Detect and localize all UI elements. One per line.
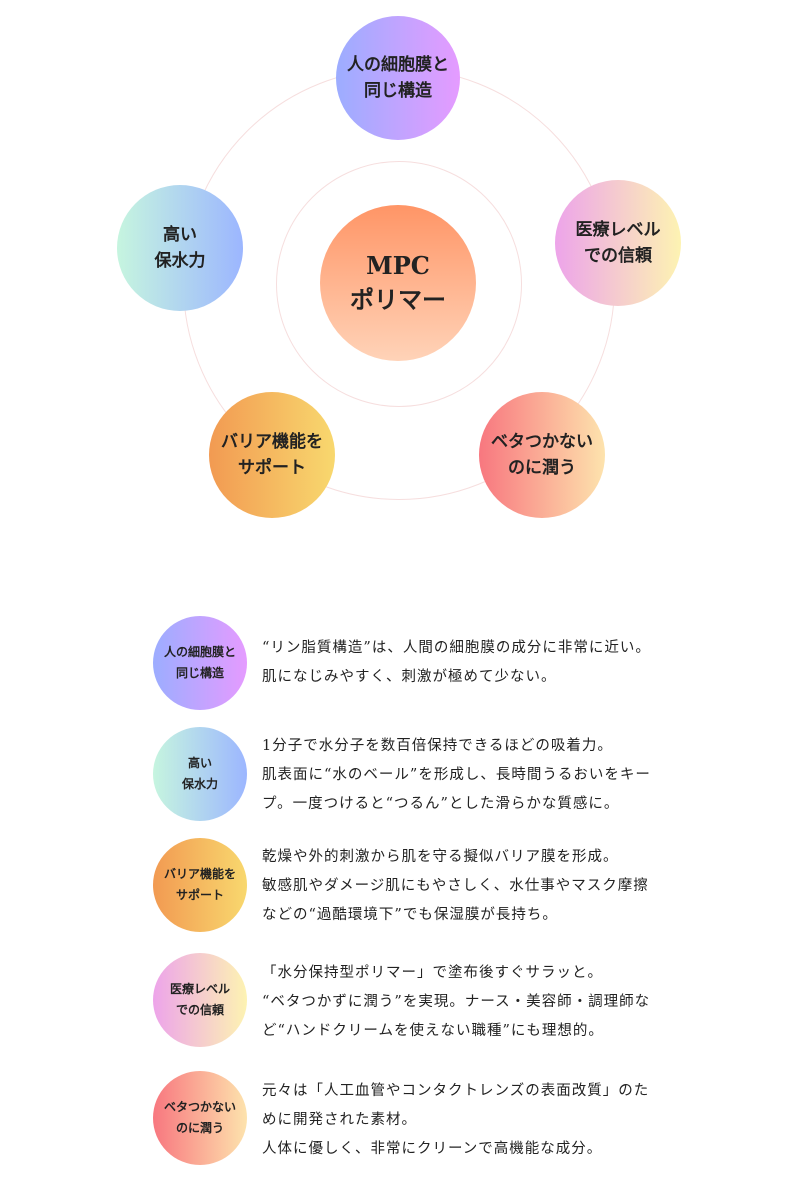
feature-label: のに潤う [175,1121,224,1135]
feature-label: での信頼 [175,1003,224,1017]
node-line: サポート [238,458,306,478]
desc-line: “リン脂質構造”は、人間の細胞膜の成分に非常に近い。 [262,640,651,656]
desc-line: めに開発された素材。 [262,1112,417,1128]
feature-label: 保水力 [181,777,218,791]
desc-line: 「水分保持型ポリマー」で塗布後すぐサラッと。 [262,965,603,981]
center-line: ポリマー [350,285,446,314]
feature-desc: 「水分保持型ポリマー」で塗布後すぐサラッと。 “ベタつかずに潤う”を実現。ナース・… [262,959,650,1046]
node-line: 高い [163,225,197,245]
feature-icon-water-retention: 高い保水力 [153,727,247,821]
node-water-retention: 高い保水力 [117,185,243,311]
desc-line: 人体に優しく、非常にクリーンで高機能な成分。 [262,1141,603,1157]
feature-icon-cell-membrane: 人の細胞膜と同じ構造 [153,616,247,710]
node-medical-trust: 医療レベルでの信頼 [555,180,681,306]
center-circle-mpc-polymer: MPC ポリマー [320,205,476,361]
node-line: のに潤う [508,458,576,478]
node-line: 同じ構造 [364,81,432,101]
feature-label: 人の細胞膜と [163,645,236,659]
center-line: MPC [366,251,430,280]
feature-label: サポート [175,888,224,902]
desc-line: 肌になじみやすく、刺激が極めて少ない。 [262,669,557,685]
feature-desc: 1分子で水分子を数百倍保持できるほどの吸着力。肌表面に“水のベール”を形成し、長… [262,732,651,819]
node-line: 保水力 [154,251,206,271]
feature-label: バリア機能を [163,867,236,881]
desc-line: 肌表面に“水のベール”を形成し、長時間うるおいをキー [262,767,651,783]
feature-label: ベタつかない [163,1100,236,1114]
feature-icon-non-sticky: ベタつかないのに潤う [153,1071,247,1165]
feature-label: 高い [187,756,212,770]
feature-desc: 乾燥や外的刺激から肌を守る擬似バリア膜を形成。敏感肌やダメージ肌にもやさしく、水… [262,843,649,930]
desc-line: 元々は「人工血管やコンタクトレンズの表面改質」のた [262,1083,650,1099]
desc-line: ど“ハンドクリームを使えない職種”にも理想的。 [262,1023,604,1039]
desc-line: “ベタつかずに潤う”を実現。ナース・美容師・調理師な [262,994,651,1010]
desc-line: 乾燥や外的刺激から肌を守る擬似バリア膜を形成。 [262,849,619,865]
feature-label: 同じ構造 [175,666,224,680]
feature-desc: “リン脂質構造”は、人間の細胞膜の成分に非常に近い。肌になじみやすく、刺激が極め… [262,634,651,692]
node-cell-membrane: 人の細胞膜と同じ構造 [336,16,460,140]
feature-icon-medical-trust: 医療レベルでの信頼 [153,953,247,1047]
node-line: ベタつかない [491,432,593,452]
node-non-sticky: ベタつかないのに潤う [479,392,605,518]
node-line: での信頼 [584,246,652,266]
feature-label: 医療レベル [169,982,230,996]
feature-desc: 元々は「人工血管やコンタクトレンズの表面改質」のために開発された素材。人体に優し… [262,1077,649,1164]
node-barrier: バリア機能をサポート [209,392,335,518]
desc-line: 1分子で水分子を数百倍保持できるほどの吸着力。 [262,738,613,754]
feature-icon-barrier: バリア機能をサポート [153,838,247,932]
node-line: 医療レベル [575,220,661,240]
node-line: バリア機能を [221,432,323,452]
desc-line: 敏感肌やダメージ肌にもやさしく、水仕事やマスク摩擦 [262,878,649,894]
node-line: 人の細胞膜と [347,55,449,75]
desc-line: プ。一度つけると“つるん”とした滑らかな質感に。 [262,796,620,812]
desc-line: などの“過酷環境下”でも保湿膜が長持ち。 [262,907,558,923]
inner-ring [276,161,522,407]
